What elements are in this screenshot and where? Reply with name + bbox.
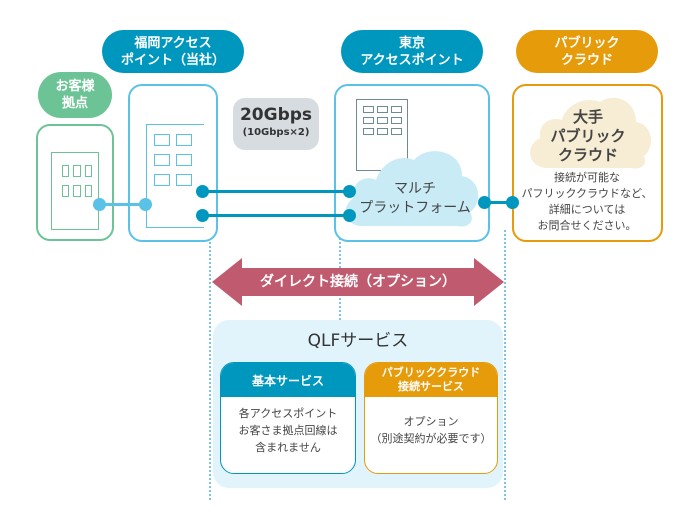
bandwidth-main: 20Gbps <box>239 105 313 125</box>
guide-dotted-left <box>209 230 211 500</box>
multi-platform-cloud-icon <box>345 151 479 227</box>
tokyo-ap-label: 東京 アクセスポイント <box>341 30 483 73</box>
tokyo-port-dot-2 <box>343 209 356 222</box>
window-grid <box>154 134 192 186</box>
cloud-port-dot <box>506 196 519 209</box>
fukuoka-ap-label: 福岡アクセス ポイント（当社） <box>102 30 244 73</box>
fukuoka-building-icon <box>146 124 204 228</box>
cloud-connect-service-header: パブリッククラウド 接続サービス <box>365 363 497 397</box>
fukuoka-in-port-dot <box>139 198 152 211</box>
fukuoka-port-dot-1 <box>196 185 209 198</box>
window-grid <box>62 165 92 197</box>
customer-site-label: お客様 拠点 <box>38 72 112 118</box>
customer-site-box <box>36 124 114 241</box>
link-line-1 <box>202 190 350 193</box>
tokyo-out-port-dot <box>478 196 491 209</box>
public-cloud-label: パブリック クラウド <box>516 30 658 73</box>
cloud-note: 接続が可能な パフリッククラウドなど、 詳細については お問合せください。 <box>521 171 653 232</box>
cloud-connect-service-card: パブリッククラウド 接続サービス オプション （別途契約が必要です） <box>364 362 498 474</box>
cloud-connect-service-body: オプション （別途契約が必要です） <box>370 415 492 445</box>
fukuoka-port-dot-2 <box>196 209 209 222</box>
major-cloud-label: 大手 パブリック クラウド <box>550 108 626 164</box>
link-line-2 <box>202 214 350 217</box>
tokyo-port-dot-1 <box>343 185 356 198</box>
qlf-service-panel: QLFサービス 基本サービス 各アクセスポイント お客さま拠点回線は 含まれませ… <box>213 320 503 488</box>
basic-service-card: 基本サービス 各アクセスポイント お客さま拠点回線は 含まれません <box>220 362 356 474</box>
guide-dotted-right <box>504 230 506 500</box>
basic-service-body: 各アクセスポイント お客さま拠点回線は 含まれません <box>238 407 338 454</box>
customer-building-icon <box>51 152 99 230</box>
basic-service-header: 基本サービス <box>221 363 355 397</box>
window-grid <box>363 106 402 135</box>
double-arrow-icon <box>212 258 504 306</box>
direct-connect-label: ダイレクト接続（オプション） <box>260 274 456 290</box>
major-cloud-icon <box>530 97 651 169</box>
tokyo-to-cloud-line <box>484 201 512 204</box>
bandwidth-badge: 20Gbps (10Gbps×2) <box>233 98 319 150</box>
multi-platform-label: マルチ プラットフォーム <box>359 181 471 216</box>
bandwidth-sub: (10Gbps×2) <box>242 127 310 138</box>
customer-port-dot <box>93 198 106 211</box>
qlf-service-title: QLFサービス <box>307 331 409 351</box>
customer-to-fukuoka-line <box>99 203 146 206</box>
